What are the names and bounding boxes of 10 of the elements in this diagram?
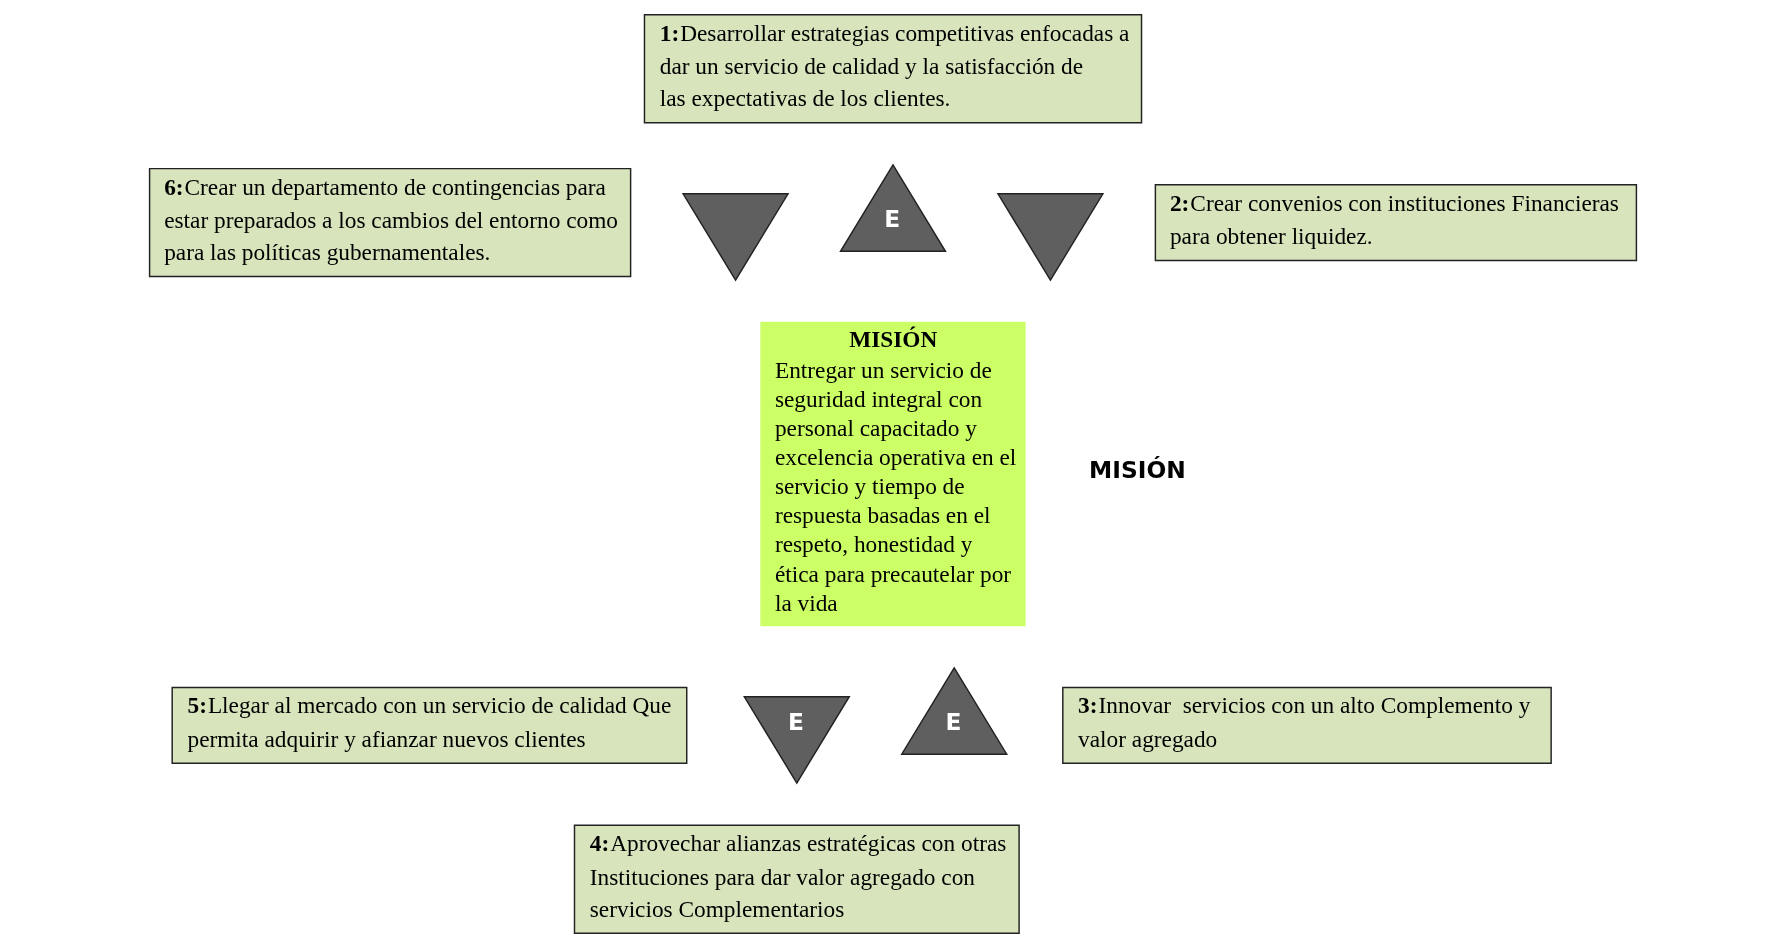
label: MISIÓN: [1089, 455, 1186, 483]
node-box: MISIÓN Entregar un servicio de seguridad integral con personal capacitado y excelencia operativa en el servicio y tiempo de respuesta basadas en el respeto, honestidad y ética para precautelar por la vida: [760, 321, 1026, 626]
node-box: 2:Crear convenios con instituciones Financieras para obtener liquidez.: [1154, 183, 1638, 261]
node-box: 3:Innovar servicios con un alto Complemento y valor agregado: [1062, 686, 1552, 764]
node-triangle: [681, 192, 790, 282]
node-box: 4:Aprovechar alianzas estratégicas con otras Instituciones para dar valor agregado con servicios Complementarios: [573, 824, 1020, 934]
node-box: 6:Crear un departamento de contingencias para estar preparados a los cambios del entorno como para las políticas gubernamentales.: [148, 167, 632, 277]
node-box: 5:Llegar al mercado con un servicio de calidad Que permita adquirir y afianzar nuevos clientes: [171, 686, 688, 764]
node-box: 1:Desarrollar estrategias competitivas enfocadas a dar un servicio de calidad y la satisfacción de las expectativas de los clientes.: [643, 13, 1143, 123]
node-triangle: [996, 192, 1105, 282]
